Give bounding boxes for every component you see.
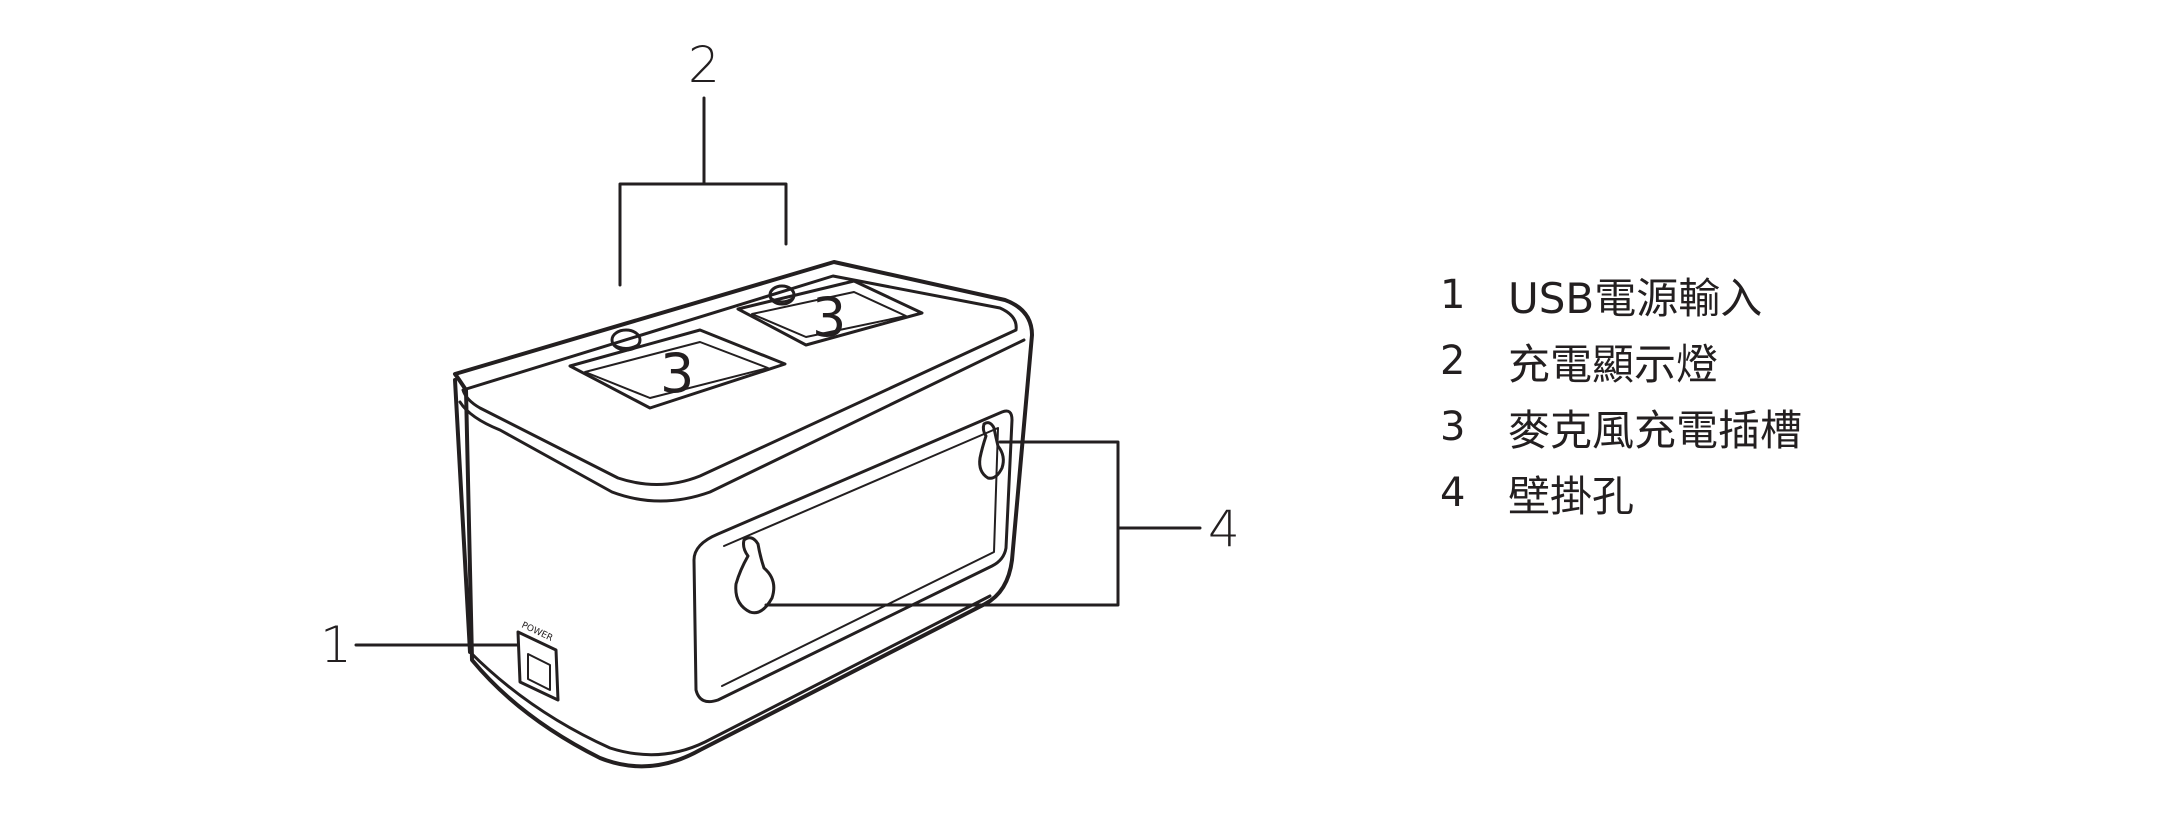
legend-item-1: 1 USB電源輸入 — [1440, 262, 1802, 328]
side-panel — [692, 409, 1014, 704]
top-face-rim — [461, 274, 1018, 486]
leader-2 — [618, 96, 788, 287]
bottom-contour — [468, 594, 992, 757]
leader-4 — [764, 440, 1202, 607]
keyhole-lower — [734, 536, 776, 615]
charging-slot-front — [568, 328, 787, 410]
legend: 1 USB電源輸入 2 充電顯示燈 3 麥克風充電插槽 4 壁掛孔 — [1440, 262, 1802, 526]
legend-item-2: 2 充電顯示燈 — [1440, 328, 1802, 394]
legend-label: 麥克風充電插槽 — [1508, 405, 1803, 455]
legend-item-3: 3 麥克風充電插槽 — [1440, 394, 1802, 460]
indicator-light-front — [610, 328, 642, 352]
callout-3-rear: 3 — [812, 286, 846, 349]
leader-lines — [354, 96, 1202, 647]
callout-3-front: 3 — [660, 342, 694, 405]
legend-number: 4 — [1440, 470, 1466, 516]
side-panel-inner — [721, 427, 999, 687]
dock-outline — [453, 260, 1034, 769]
callout-2: 2 — [688, 36, 720, 94]
legend-label: 充電顯示燈 — [1508, 339, 1719, 389]
charging-slot-rear — [736, 279, 924, 347]
legend-number: 1 — [1440, 272, 1466, 318]
shoulder-band — [458, 338, 1026, 503]
callout-1: 1 — [320, 616, 352, 674]
front-edge-left — [453, 378, 472, 654]
charging-dock-illustration: POWER 3 3 — [453, 260, 1034, 769]
legend-item-4: 4 壁掛孔 — [1440, 460, 1802, 526]
callout-4: 4 — [1208, 500, 1240, 558]
indicator-light-rear — [768, 284, 796, 306]
keyhole-upper — [978, 421, 1005, 480]
power-port — [516, 630, 560, 702]
legend-label: USB電源輸入 — [1508, 273, 1763, 323]
legend-number: 3 — [1440, 404, 1466, 450]
legend-number: 2 — [1440, 338, 1466, 384]
legend-label: 壁掛孔 — [1508, 471, 1635, 521]
